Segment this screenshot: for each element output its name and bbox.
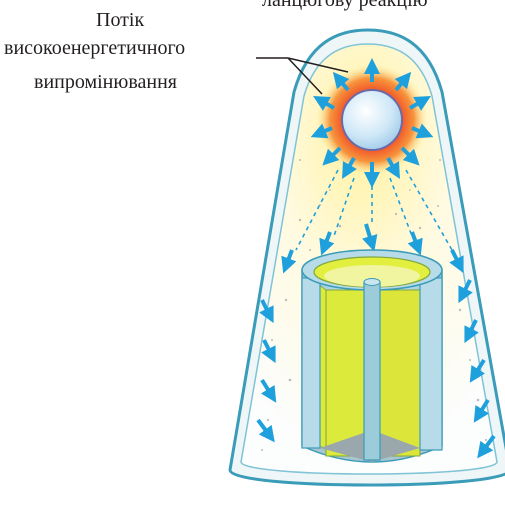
header-text-fragment: ланцюгову реакцію (262, 0, 428, 12)
central-rod-top (364, 279, 380, 286)
outer-shell-right (420, 278, 442, 450)
label-line-3: випромінювання (34, 70, 177, 94)
outer-shell-left (302, 278, 320, 448)
label-line-2: високоенергетичного (4, 36, 185, 60)
core-sphere (342, 90, 402, 150)
central-rod (364, 282, 380, 460)
label-line-1: Потік (96, 8, 144, 32)
fuel-cylinder (302, 250, 442, 462)
